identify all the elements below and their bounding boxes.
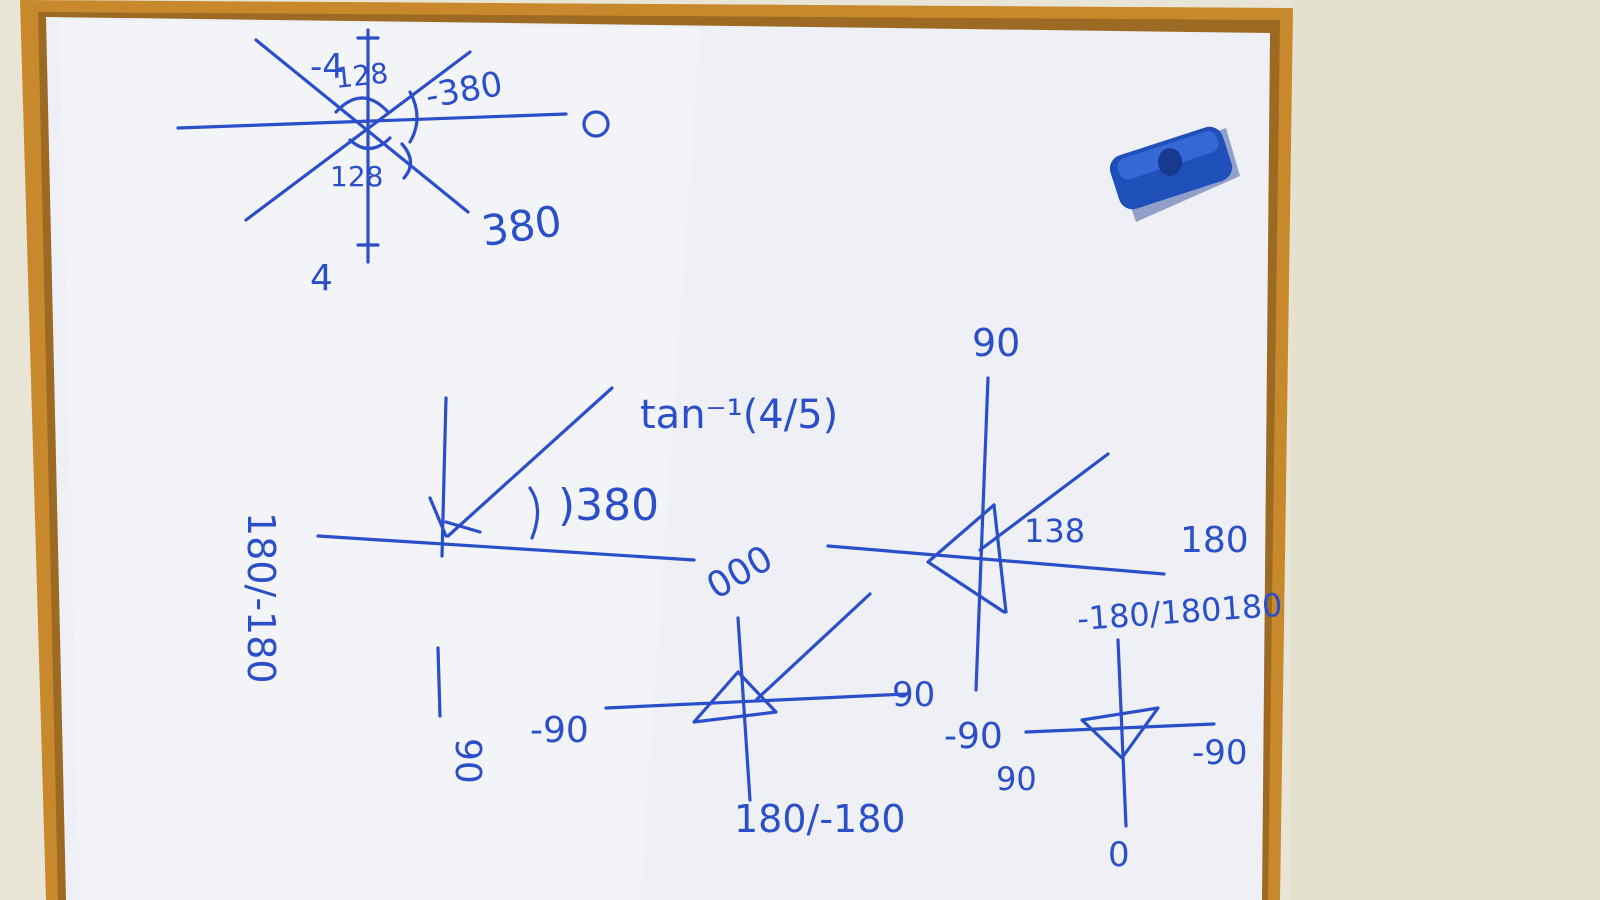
whiteboard-eraser-icon bbox=[1109, 126, 1240, 222]
label-neg90-bottom-right: -90 bbox=[1192, 733, 1248, 773]
whiteboard-glare bbox=[60, 20, 700, 900]
label-180-neg180-center: 180/-180 bbox=[734, 797, 906, 841]
label-tan-inverse: tan⁻¹(4/5) bbox=[640, 392, 838, 438]
label-90-right-small: 90 bbox=[996, 760, 1037, 798]
label-4-bottom: 4 bbox=[310, 258, 333, 299]
angle-diagram-right bbox=[826, 376, 1166, 692]
label-138: 138 bbox=[1024, 512, 1085, 550]
label-0-bottom-right: 0 bbox=[1108, 835, 1130, 875]
angle-diagram-center-bottom bbox=[604, 592, 908, 802]
angle-diagram-bottom-right bbox=[1024, 638, 1216, 828]
label-neg90-right: -90 bbox=[944, 716, 1003, 757]
label-380-top: 380 bbox=[479, 196, 565, 256]
label-180-neg180-left: 180/-180 bbox=[239, 512, 283, 684]
label-90-center: 90 bbox=[892, 675, 935, 715]
label-380-mid: )380 bbox=[558, 480, 659, 531]
label-180-right: 180 bbox=[1180, 520, 1249, 561]
label-128-bottom: 128 bbox=[330, 160, 383, 193]
label-128-top: 128 bbox=[333, 57, 390, 95]
label-neg90-center: -90 bbox=[530, 710, 589, 751]
wall-shade bbox=[1290, 0, 1600, 900]
label-90-right-top: 90 bbox=[972, 321, 1020, 365]
angle-diagram-top-left bbox=[176, 28, 610, 264]
label-90-left-bottom: 90 bbox=[447, 738, 488, 784]
angle-diagram-center-left bbox=[316, 386, 696, 718]
label-neg4-top: -4 bbox=[310, 47, 344, 87]
